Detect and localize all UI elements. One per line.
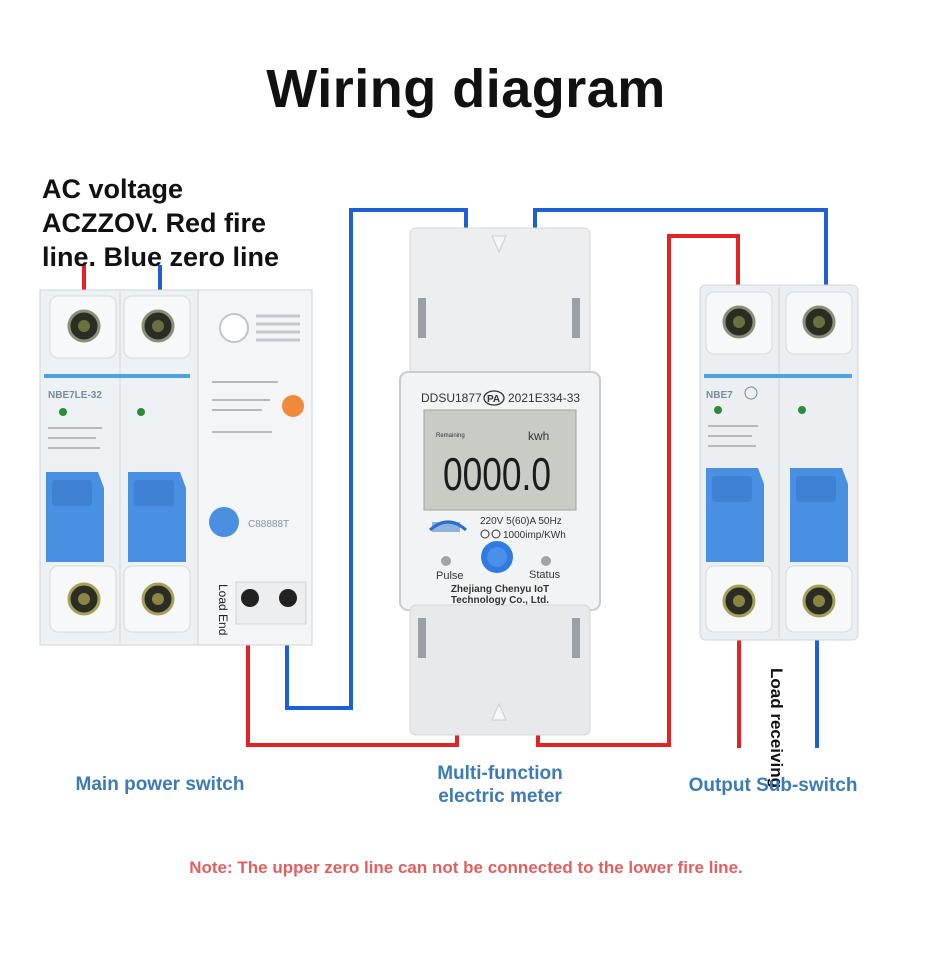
ac-note-line2: ACZZOV. Red fire (42, 208, 267, 238)
meter-pulse-label: Pulse (436, 570, 464, 582)
meter-to-sub-fire-wire (536, 234, 740, 747)
meter-caption-line1: Multi-function (437, 763, 563, 784)
meter-maker-line1: Zhejiang Chenyu IoT (451, 584, 549, 595)
ac-voltage-note: AC voltage ACZZOV. Red fire line. Blue z… (42, 172, 279, 274)
meter-caption-line2: electric meter (438, 786, 562, 807)
main-switch-model: NBE7LE-32 (48, 390, 102, 401)
meter-spec-line1: 220V 5(60)A 50Hz (480, 516, 562, 527)
meter-model: DDSU1877 (421, 391, 482, 405)
ac-note-line3: line. Blue zero line (42, 242, 280, 272)
electric-meter: DDSU1877 PA 2021E334-33 Remaining kwh 00… (399, 227, 601, 736)
meter-to-sub-zero-wire (533, 208, 828, 292)
main-switch-side-label: Load End (216, 584, 230, 635)
status-led (541, 556, 551, 566)
meter-reading: 0000.0 (443, 448, 551, 500)
main-to-meter-zero-wire (285, 208, 468, 710)
meter-spec-line2: 1000imp/KWh (503, 530, 566, 541)
sub-switch-side-label: Load receiving (767, 668, 786, 788)
meter-caption: Multi-function electric meter (410, 762, 590, 808)
page-title: Wiring diagram (266, 59, 666, 119)
meter-maker-line2: Technology Co., Ltd. (451, 595, 549, 606)
sub-switch-model: NBE7 (706, 390, 733, 401)
main-switch-code: C88888T (248, 519, 289, 530)
meter-remaining-label: Remaining (436, 433, 465, 439)
meter-cert: 2021E334-33 (508, 391, 580, 405)
main-switch-caption: Main power switch (75, 774, 245, 795)
pulse-led (441, 556, 451, 566)
meter-unit: kwh (528, 429, 549, 443)
main-to-meter-fire-wire (246, 640, 459, 747)
output-sub-switch: NBE7 Load receiving (699, 284, 859, 788)
main-power-switch: NBE7LE-32 C88888T (39, 289, 313, 646)
meter-pa-badge: PA (487, 394, 500, 405)
meter-status-label: Status (529, 569, 561, 581)
meter-lcd (423, 409, 577, 511)
warning-note: Note: The upper zero line can not be con… (189, 858, 743, 877)
ac-note-line1: AC voltage (42, 174, 184, 204)
sub-switch-caption: Output Sub-switch (688, 775, 858, 796)
